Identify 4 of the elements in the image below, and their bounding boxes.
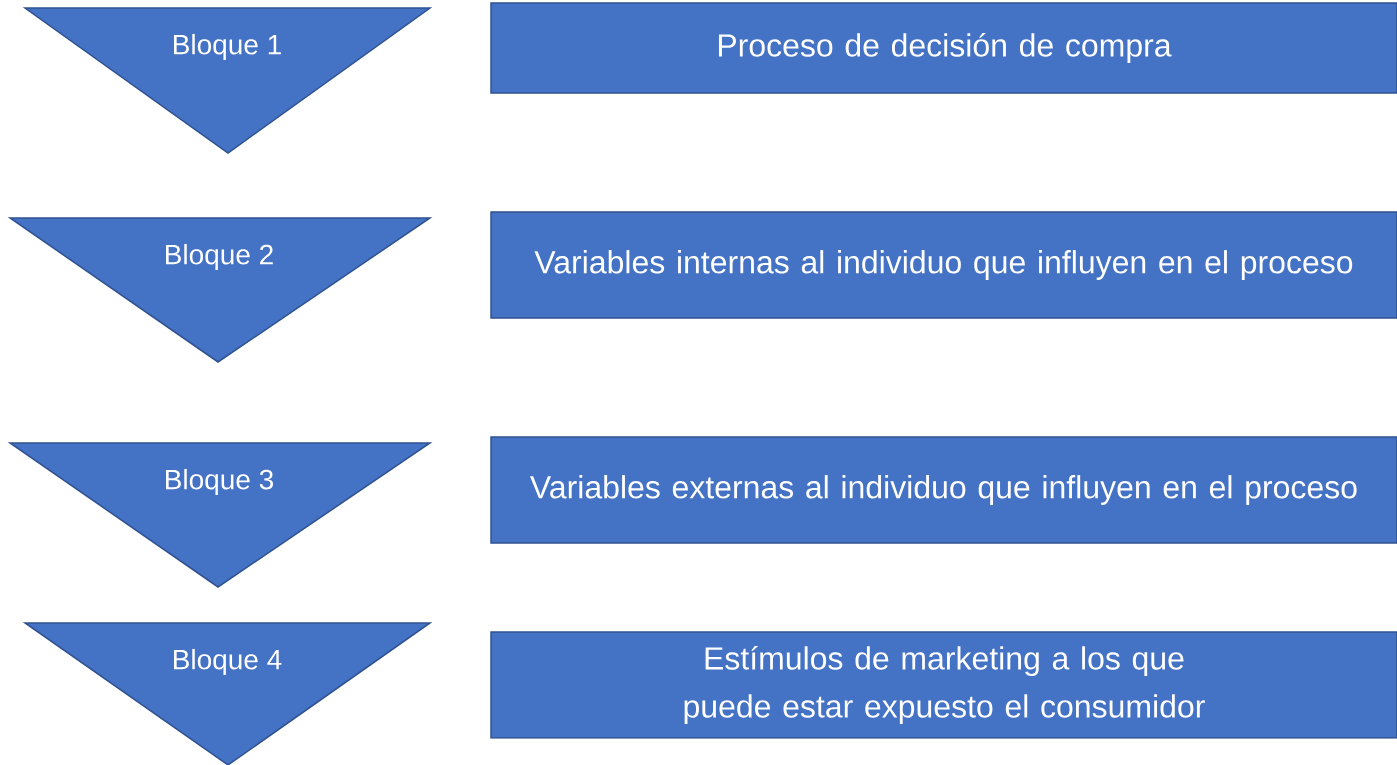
text-box: Variables externas al individuo que influyen en el proceso — [490, 436, 1397, 544]
text-box: Proceso de decisión de compra — [490, 2, 1397, 94]
text-box: Estímulos de marketing a los que puede estar expuesto el consumidor — [490, 631, 1397, 739]
text-box: Variables internas al individuo que influyen en el proceso — [490, 211, 1397, 319]
